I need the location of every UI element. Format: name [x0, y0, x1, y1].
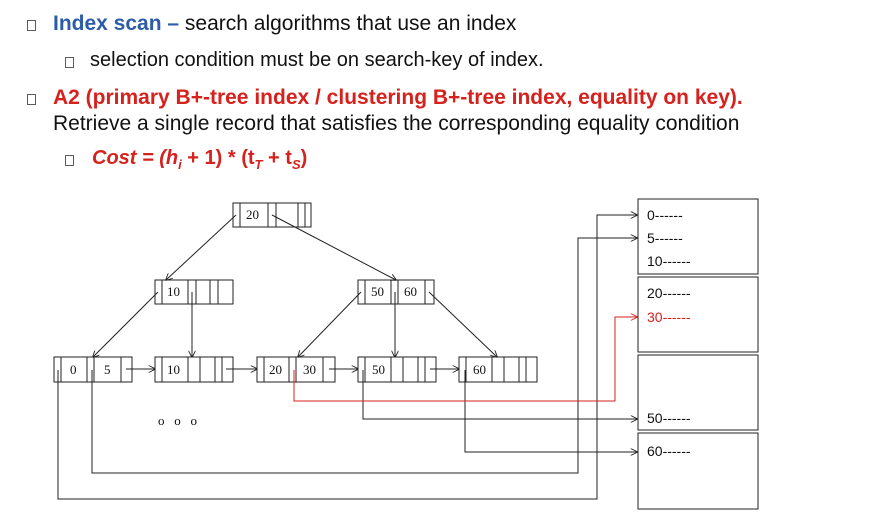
tree-pointers: [93, 214, 497, 369]
square-bullet-icon: [27, 20, 36, 31]
leaf-node-3: [256, 356, 336, 383]
leaf-3-key-2: 30: [303, 362, 316, 377]
leaf-4-key-1: 50: [372, 362, 385, 377]
square-bullet-icon: [27, 94, 36, 105]
root-key: 20: [246, 207, 259, 222]
record-5: 5------: [647, 230, 683, 246]
data-block-3: [637, 354, 759, 431]
record-60: 60------: [647, 443, 691, 459]
record-0: 0------: [647, 207, 683, 223]
leaf-node-2: [154, 356, 234, 383]
data-block-2: [637, 276, 759, 353]
leaf-5-key-1: 60: [473, 362, 486, 377]
index-scan-text: search algorithms that use an index: [179, 12, 517, 35]
internal-right-key-1: 50: [371, 284, 384, 299]
data-block-1: [637, 198, 759, 275]
record-pointer-30: [293, 317, 637, 402]
data-block-4: [637, 432, 759, 510]
leaf-2-key-1: 10: [167, 362, 180, 377]
record-20: 20------: [647, 285, 691, 301]
internal-right-key-2: 60: [404, 284, 417, 299]
leaf-node-1: [53, 356, 133, 383]
selection-condition-text: selection condition must be on search-ke…: [90, 49, 544, 71]
internal-left-key: 10: [167, 284, 180, 299]
ellipsis: o o o: [158, 413, 197, 428]
a2-heading: A2 (primary B+-tree index / clustering B…: [53, 86, 743, 109]
leaf-node-5: [458, 356, 538, 383]
square-bullet-icon: [65, 155, 74, 166]
leaf-1-key-1: 0: [70, 362, 77, 377]
leaf-1-key-2: 5: [104, 362, 111, 377]
internal-node-left: [154, 279, 234, 305]
a2-line2: Retrieve a single record that satisfies …: [53, 112, 740, 135]
record-30: 30------: [647, 309, 691, 325]
internal-node-right: [357, 279, 435, 305]
square-bullet-icon: [65, 57, 74, 68]
record-10: 10------: [647, 253, 691, 269]
record-pointers: [57, 215, 637, 500]
data-file: [637, 198, 759, 510]
leaf-node-4: [357, 356, 437, 383]
record-50: 50------: [647, 410, 691, 426]
cost-formula: Cost = (hi + 1) * (tT + tS): [92, 147, 308, 172]
leaf-3-key-1: 20: [269, 362, 282, 377]
index-scan-heading: Index scan –: [53, 12, 180, 35]
